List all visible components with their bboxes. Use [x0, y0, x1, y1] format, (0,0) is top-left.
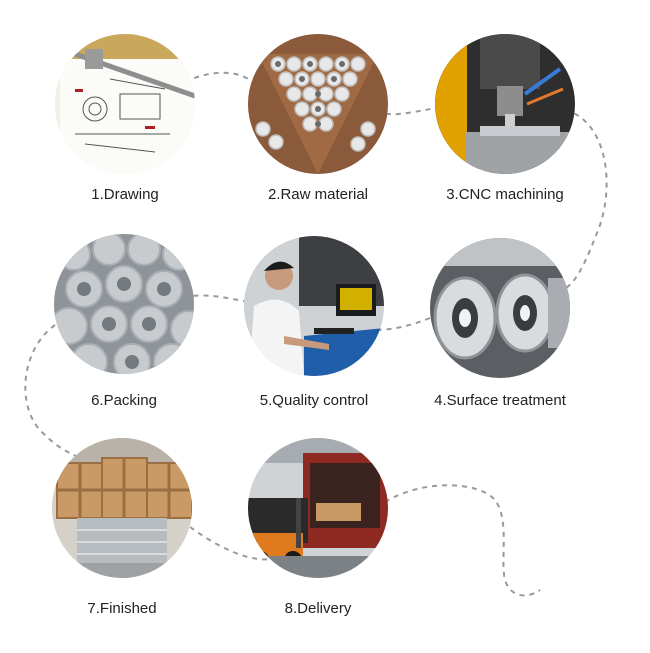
- photo-delivery: [248, 438, 388, 578]
- label-surface-treatment: 4.Surface treatment: [434, 392, 566, 409]
- label-quality-control: 5.Quality control: [259, 392, 369, 409]
- photo-cnc-machining: [435, 34, 575, 174]
- label-cnc-machining: 3.CNC machining: [446, 186, 564, 203]
- photo-quality-control: [244, 236, 384, 376]
- label-packing: 6.Packing: [91, 392, 157, 409]
- label-delivery: 8.Delivery: [284, 600, 352, 617]
- photo-drawing: [55, 34, 195, 174]
- label-finished: 7.Finished: [87, 600, 157, 617]
- photo-surface-treatment: [430, 238, 570, 378]
- photo-packing: [54, 234, 194, 374]
- label-raw-material: 2.Raw material: [267, 186, 369, 203]
- photo-finished: [52, 438, 192, 578]
- photo-raw-material: [248, 34, 388, 174]
- label-drawing: 1.Drawing: [91, 186, 159, 203]
